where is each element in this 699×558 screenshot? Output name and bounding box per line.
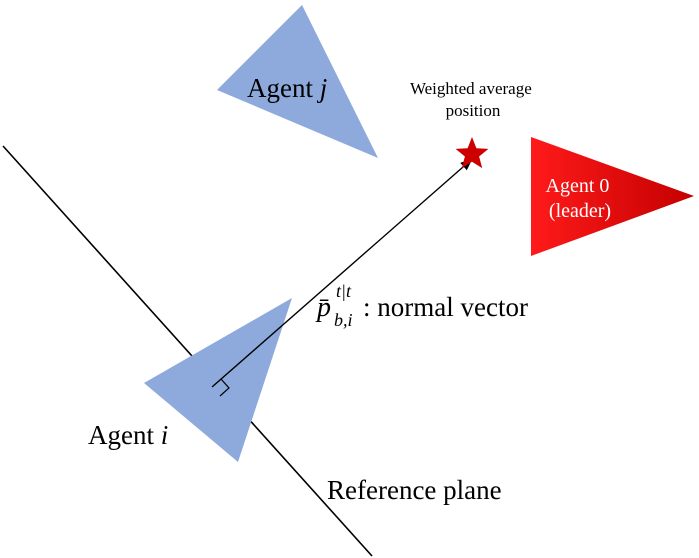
reference-plane-line [2, 145, 373, 557]
svg-text:: normal vector: : normal vector [363, 292, 528, 322]
normal-vector-arrow [211, 158, 473, 388]
leader-triangle [531, 137, 694, 256]
reference-plane-label: Reference plane [327, 475, 502, 505]
normal-vector-label: p̄ t|t b,i : normal vector [315, 281, 528, 330]
svg-text:b,i: b,i [334, 310, 353, 330]
agent-i-label: Agent i [88, 420, 168, 450]
leader-label: Agent 0 (leader) [546, 175, 615, 222]
agent-j-label: Agent j [247, 73, 327, 103]
svg-text:t|t: t|t [336, 281, 352, 301]
right-angle-marker [219, 378, 230, 397]
agent-i-triangle [144, 298, 292, 462]
svg-text:p̄: p̄ [315, 292, 331, 323]
weighted-average-star-icon [455, 137, 489, 169]
agent-j-triangle [217, 5, 378, 158]
weighted-average-label: Weighted average position [410, 79, 536, 120]
